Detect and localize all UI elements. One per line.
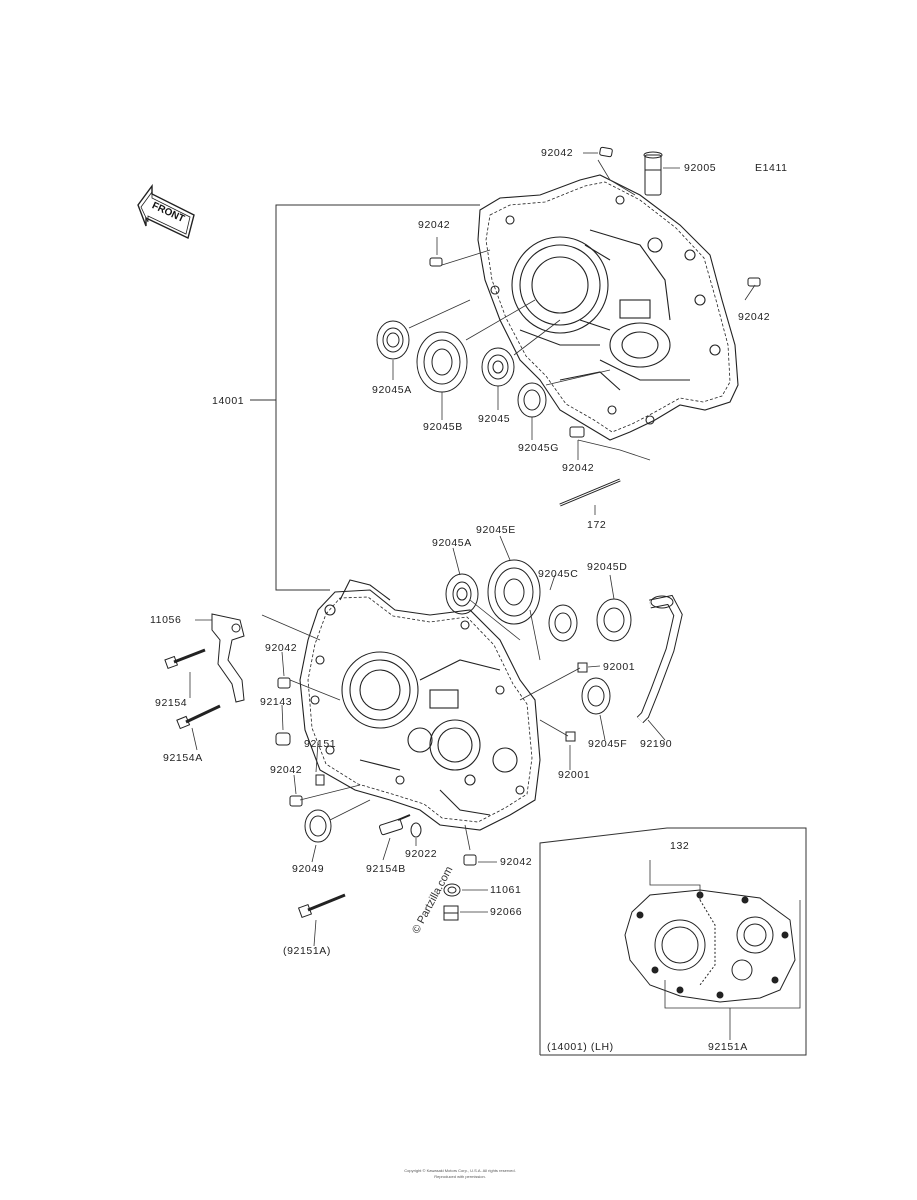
upper-small-parts — [429, 146, 761, 507]
part-label-11056[interactable]: 11056 — [150, 614, 182, 626]
part-label-92045A-lower[interactable]: 92045A — [432, 537, 472, 549]
part-label-92042-a[interactable]: 92042 — [418, 219, 451, 231]
part-label-92066[interactable]: 92066 — [490, 906, 523, 918]
footer-line-2: Reproduced with permission. — [434, 1174, 486, 1179]
part-label-92045G[interactable]: 92045G — [518, 442, 559, 454]
part-label-92143[interactable]: 92143 — [260, 696, 293, 708]
part-label-92049[interactable]: 92049 — [292, 863, 325, 875]
part-label-92001-b[interactable]: 92001 — [558, 769, 591, 781]
inset-caption: (14001) (LH) — [547, 1041, 614, 1053]
inset-leaders — [649, 860, 801, 1040]
part-label-92042-mid[interactable]: 92042 — [562, 462, 595, 474]
bracket-14001 — [250, 204, 480, 591]
front-arrow-icon: FRONT — [137, 183, 195, 239]
part-label-92022[interactable]: 92022 — [405, 848, 438, 860]
part-label-92154A[interactable]: 92154A — [163, 752, 203, 764]
part-label-92045A-upper[interactable]: 92045A — [372, 384, 412, 396]
part-label-92042-bottom[interactable]: 92042 — [500, 856, 533, 868]
lower-crankcase — [299, 579, 541, 831]
inset-crankcase — [624, 889, 796, 1003]
part-label-92045F[interactable]: 92045F — [588, 738, 628, 750]
part-label-92154B[interactable]: 92154B — [366, 863, 406, 875]
inset-number[interactable]: 132 — [670, 840, 690, 852]
part-label-11061[interactable]: 11061 — [490, 884, 522, 896]
lower-leaders — [189, 535, 666, 947]
inset-part-label-92151A[interactable]: 92151A — [708, 1041, 748, 1053]
part-label-92045B[interactable]: 92045B — [423, 421, 463, 433]
inset-box — [539, 827, 807, 1056]
diagram-code: E1411 — [755, 162, 788, 174]
upper-bearings — [376, 320, 547, 418]
part-label-92042-lower[interactable]: 92042 — [270, 764, 303, 776]
part-label-92045D[interactable]: 92045D — [587, 561, 628, 573]
part-label-92190[interactable]: 92190 — [640, 738, 673, 750]
part-label-14001[interactable]: 14001 — [212, 395, 245, 407]
part-label-172[interactable]: 172 — [587, 519, 607, 531]
part-label-92151A-paren[interactable]: (92151A) — [283, 945, 331, 957]
part-label-92005[interactable]: 92005 — [684, 162, 717, 174]
part-label-92042-right[interactable]: 92042 — [738, 311, 771, 323]
part-label-92151[interactable]: 92151 — [304, 738, 337, 750]
part-label-92045C[interactable]: 92045C — [538, 568, 579, 580]
footer-line-1: Copyright © Kawasaki Motors Corp., U.S.A… — [404, 1168, 516, 1173]
upper-leaders — [392, 152, 756, 515]
part-label-92001-a[interactable]: 92001 — [603, 661, 636, 673]
part-label-92045E[interactable]: 92045E — [476, 524, 516, 536]
upper-crankcase — [477, 174, 739, 441]
lower-small-parts — [164, 594, 683, 921]
part-label-92042-left[interactable]: 92042 — [265, 642, 298, 654]
part-label-92045-upper[interactable]: 92045 — [478, 413, 511, 425]
part-label-92154[interactable]: 92154 — [155, 697, 188, 709]
lower-bearings — [445, 559, 632, 715]
part-label-92042-top[interactable]: 92042 — [541, 147, 574, 159]
